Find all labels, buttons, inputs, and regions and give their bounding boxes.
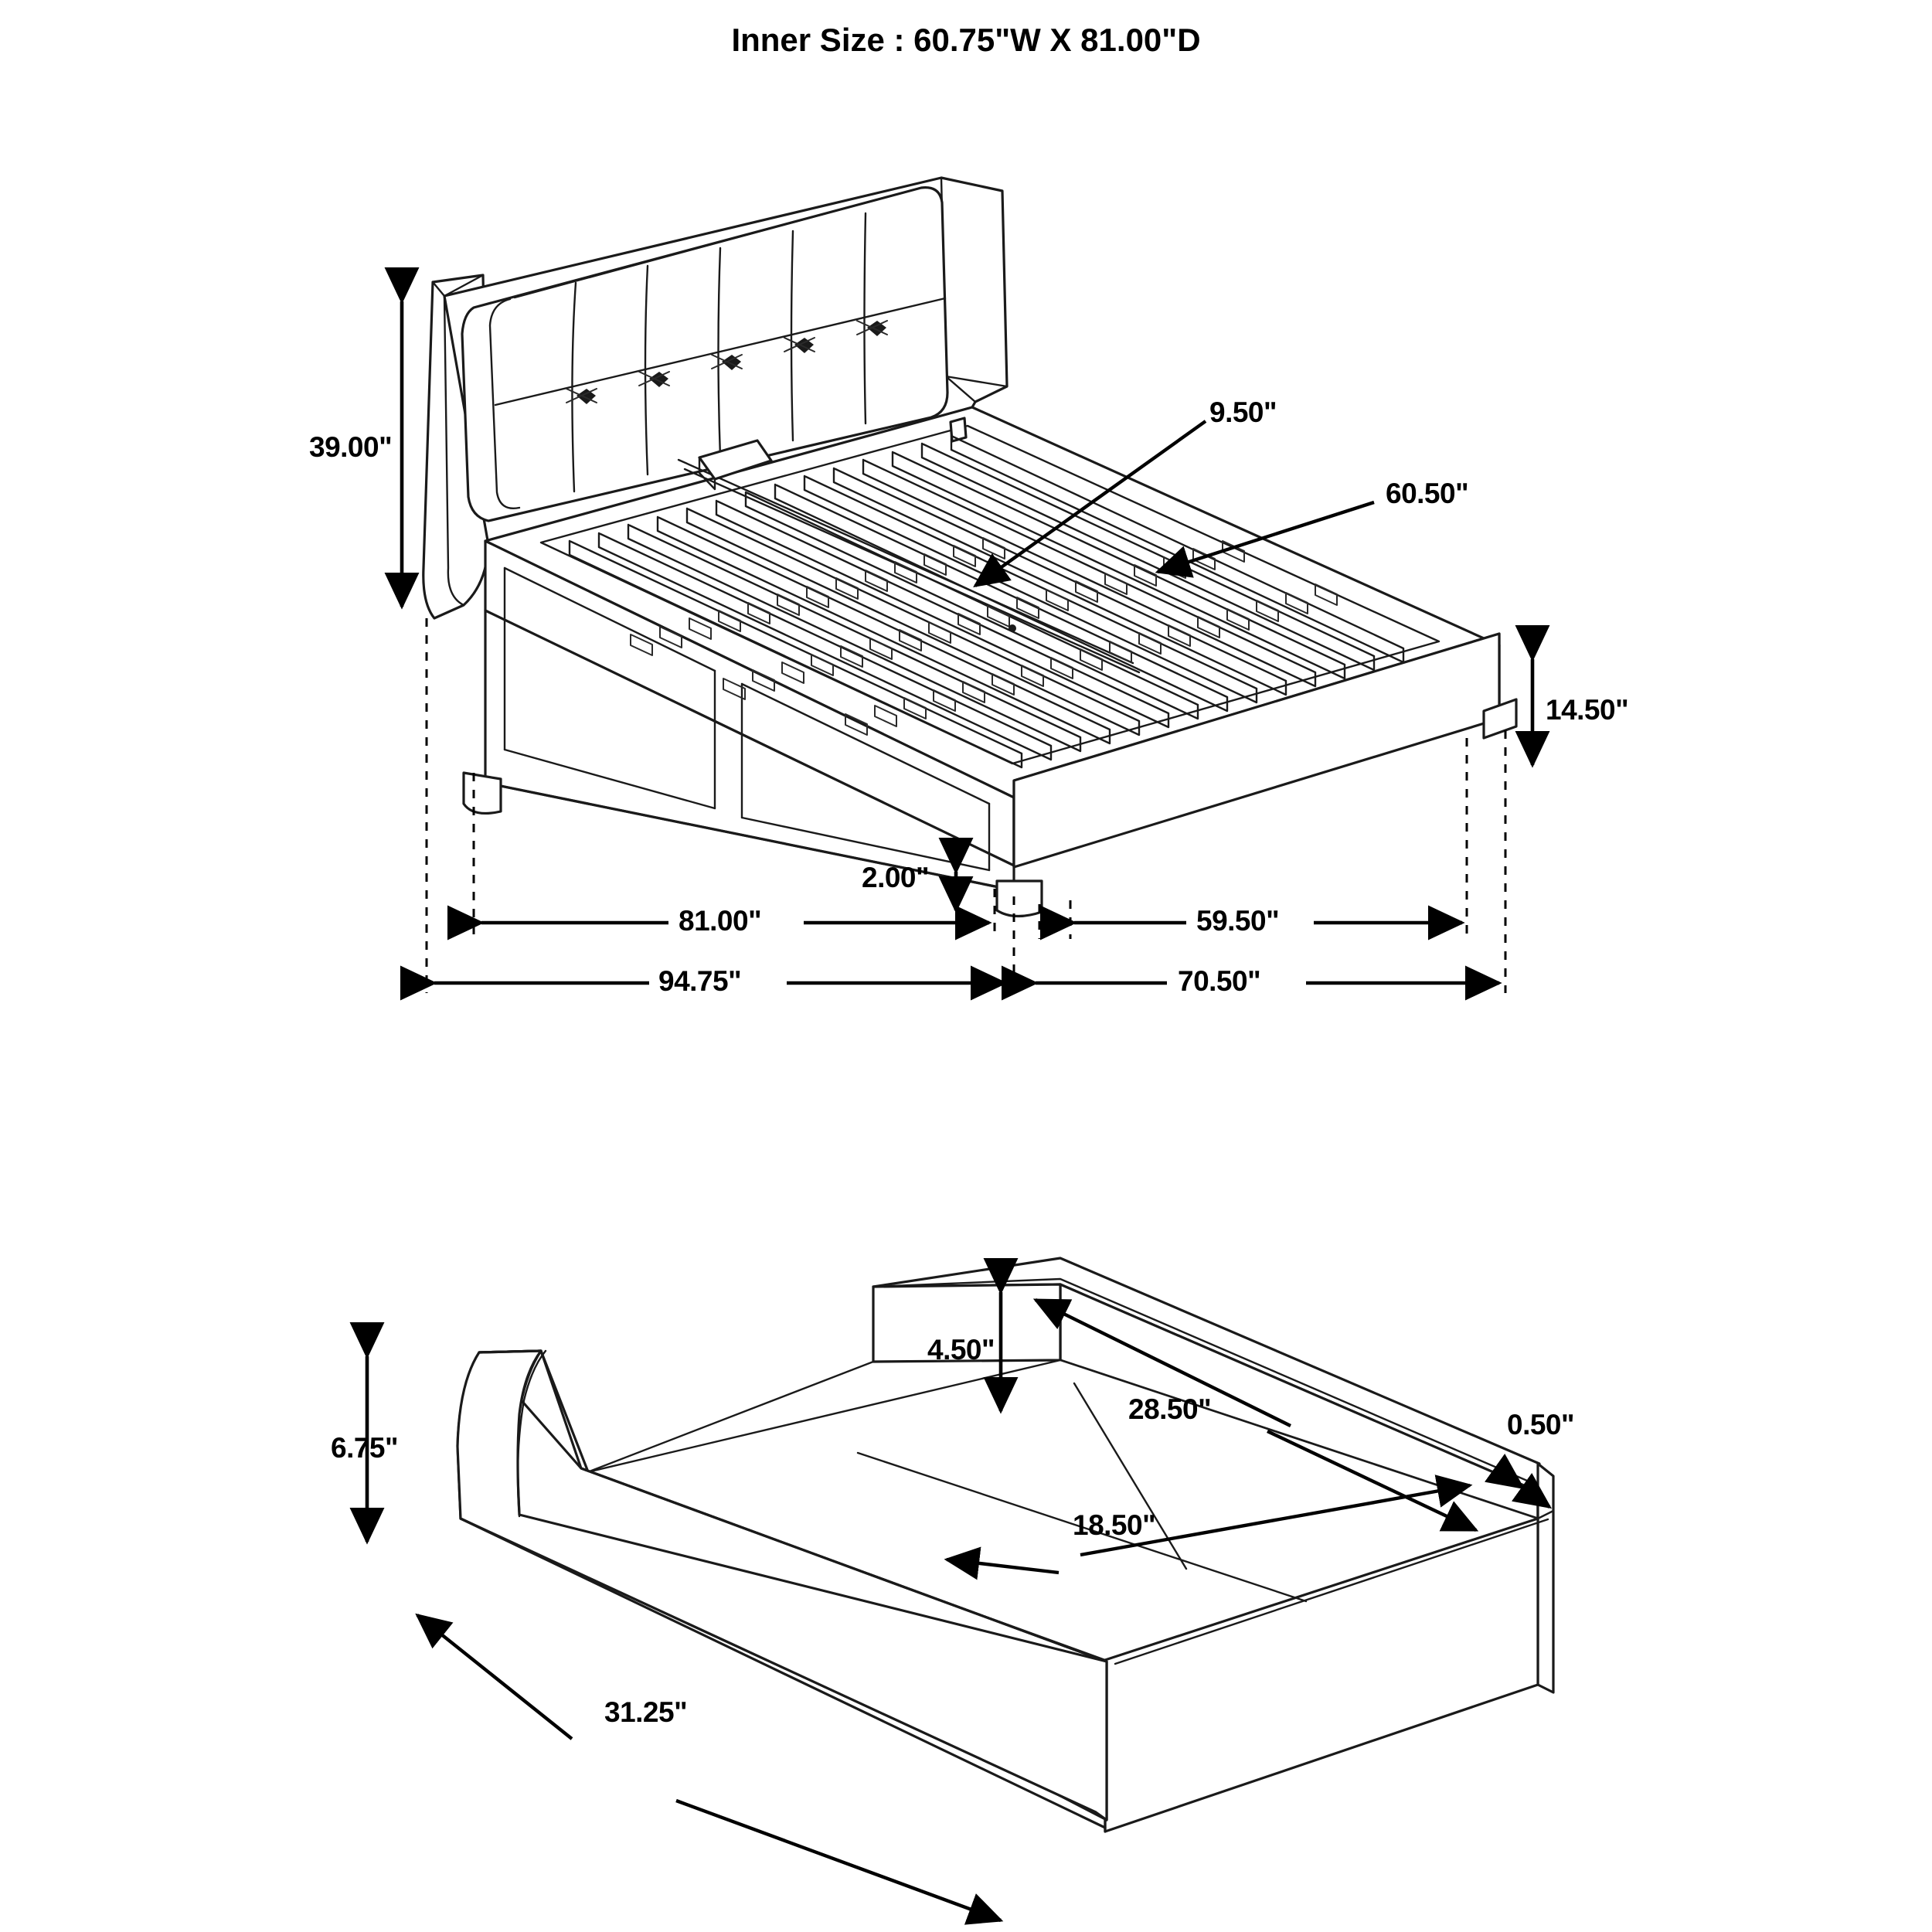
dimension-label-slat-950: 9.50" — [1209, 396, 1277, 428]
dimension-label-depth-5950: 59.50" — [1196, 905, 1280, 937]
bed-frame-box — [462, 406, 1518, 918]
dimension-label-height-39: 39.00" — [309, 431, 393, 463]
dimension-leader-950 — [973, 420, 1207, 588]
dimension-label-drawer-height-675: 6.75" — [331, 1432, 399, 1464]
dimension-label-width-7050: 70.50" — [1178, 965, 1261, 997]
dimension-label-drawer-length-3125: 31.25" — [604, 1696, 688, 1728]
dimension-label-drawer-side-450: 4.50" — [927, 1334, 995, 1366]
dimension-label-inner-width-6050: 60.50" — [1386, 478, 1469, 509]
dimension-label-deck-1450: 14.50" — [1546, 694, 1629, 726]
figure-bed-frame — [384, 176, 1550, 1001]
dimension-drawer-width-1850 — [944, 1475, 1473, 1580]
dimension-drawer-length-3125 — [415, 1613, 1004, 1925]
dimension-label-overall-9475: 94.75" — [658, 965, 742, 997]
slat-base — [568, 417, 1405, 769]
page-title: Inner Size : 60.75"W X 81.00"D — [731, 22, 1201, 58]
dimension-label-length-8100: 81.00" — [679, 905, 762, 937]
figure-storage-drawer — [349, 1257, 1555, 1925]
dimension-label-drawer-thickness-050: 0.50" — [1507, 1409, 1575, 1440]
dimension-label-leg-200: 2.00" — [862, 862, 930, 893]
dimension-label-drawer-width-1850: 18.50" — [1073, 1509, 1156, 1541]
dimension-drawer-depth-2850 — [1032, 1298, 1479, 1532]
dimension-drawer-thickness-050 — [1484, 1453, 1552, 1509]
dimension-leader-6050 — [1155, 500, 1375, 578]
dimension-label-drawer-depth-2850: 28.50" — [1128, 1393, 1212, 1425]
